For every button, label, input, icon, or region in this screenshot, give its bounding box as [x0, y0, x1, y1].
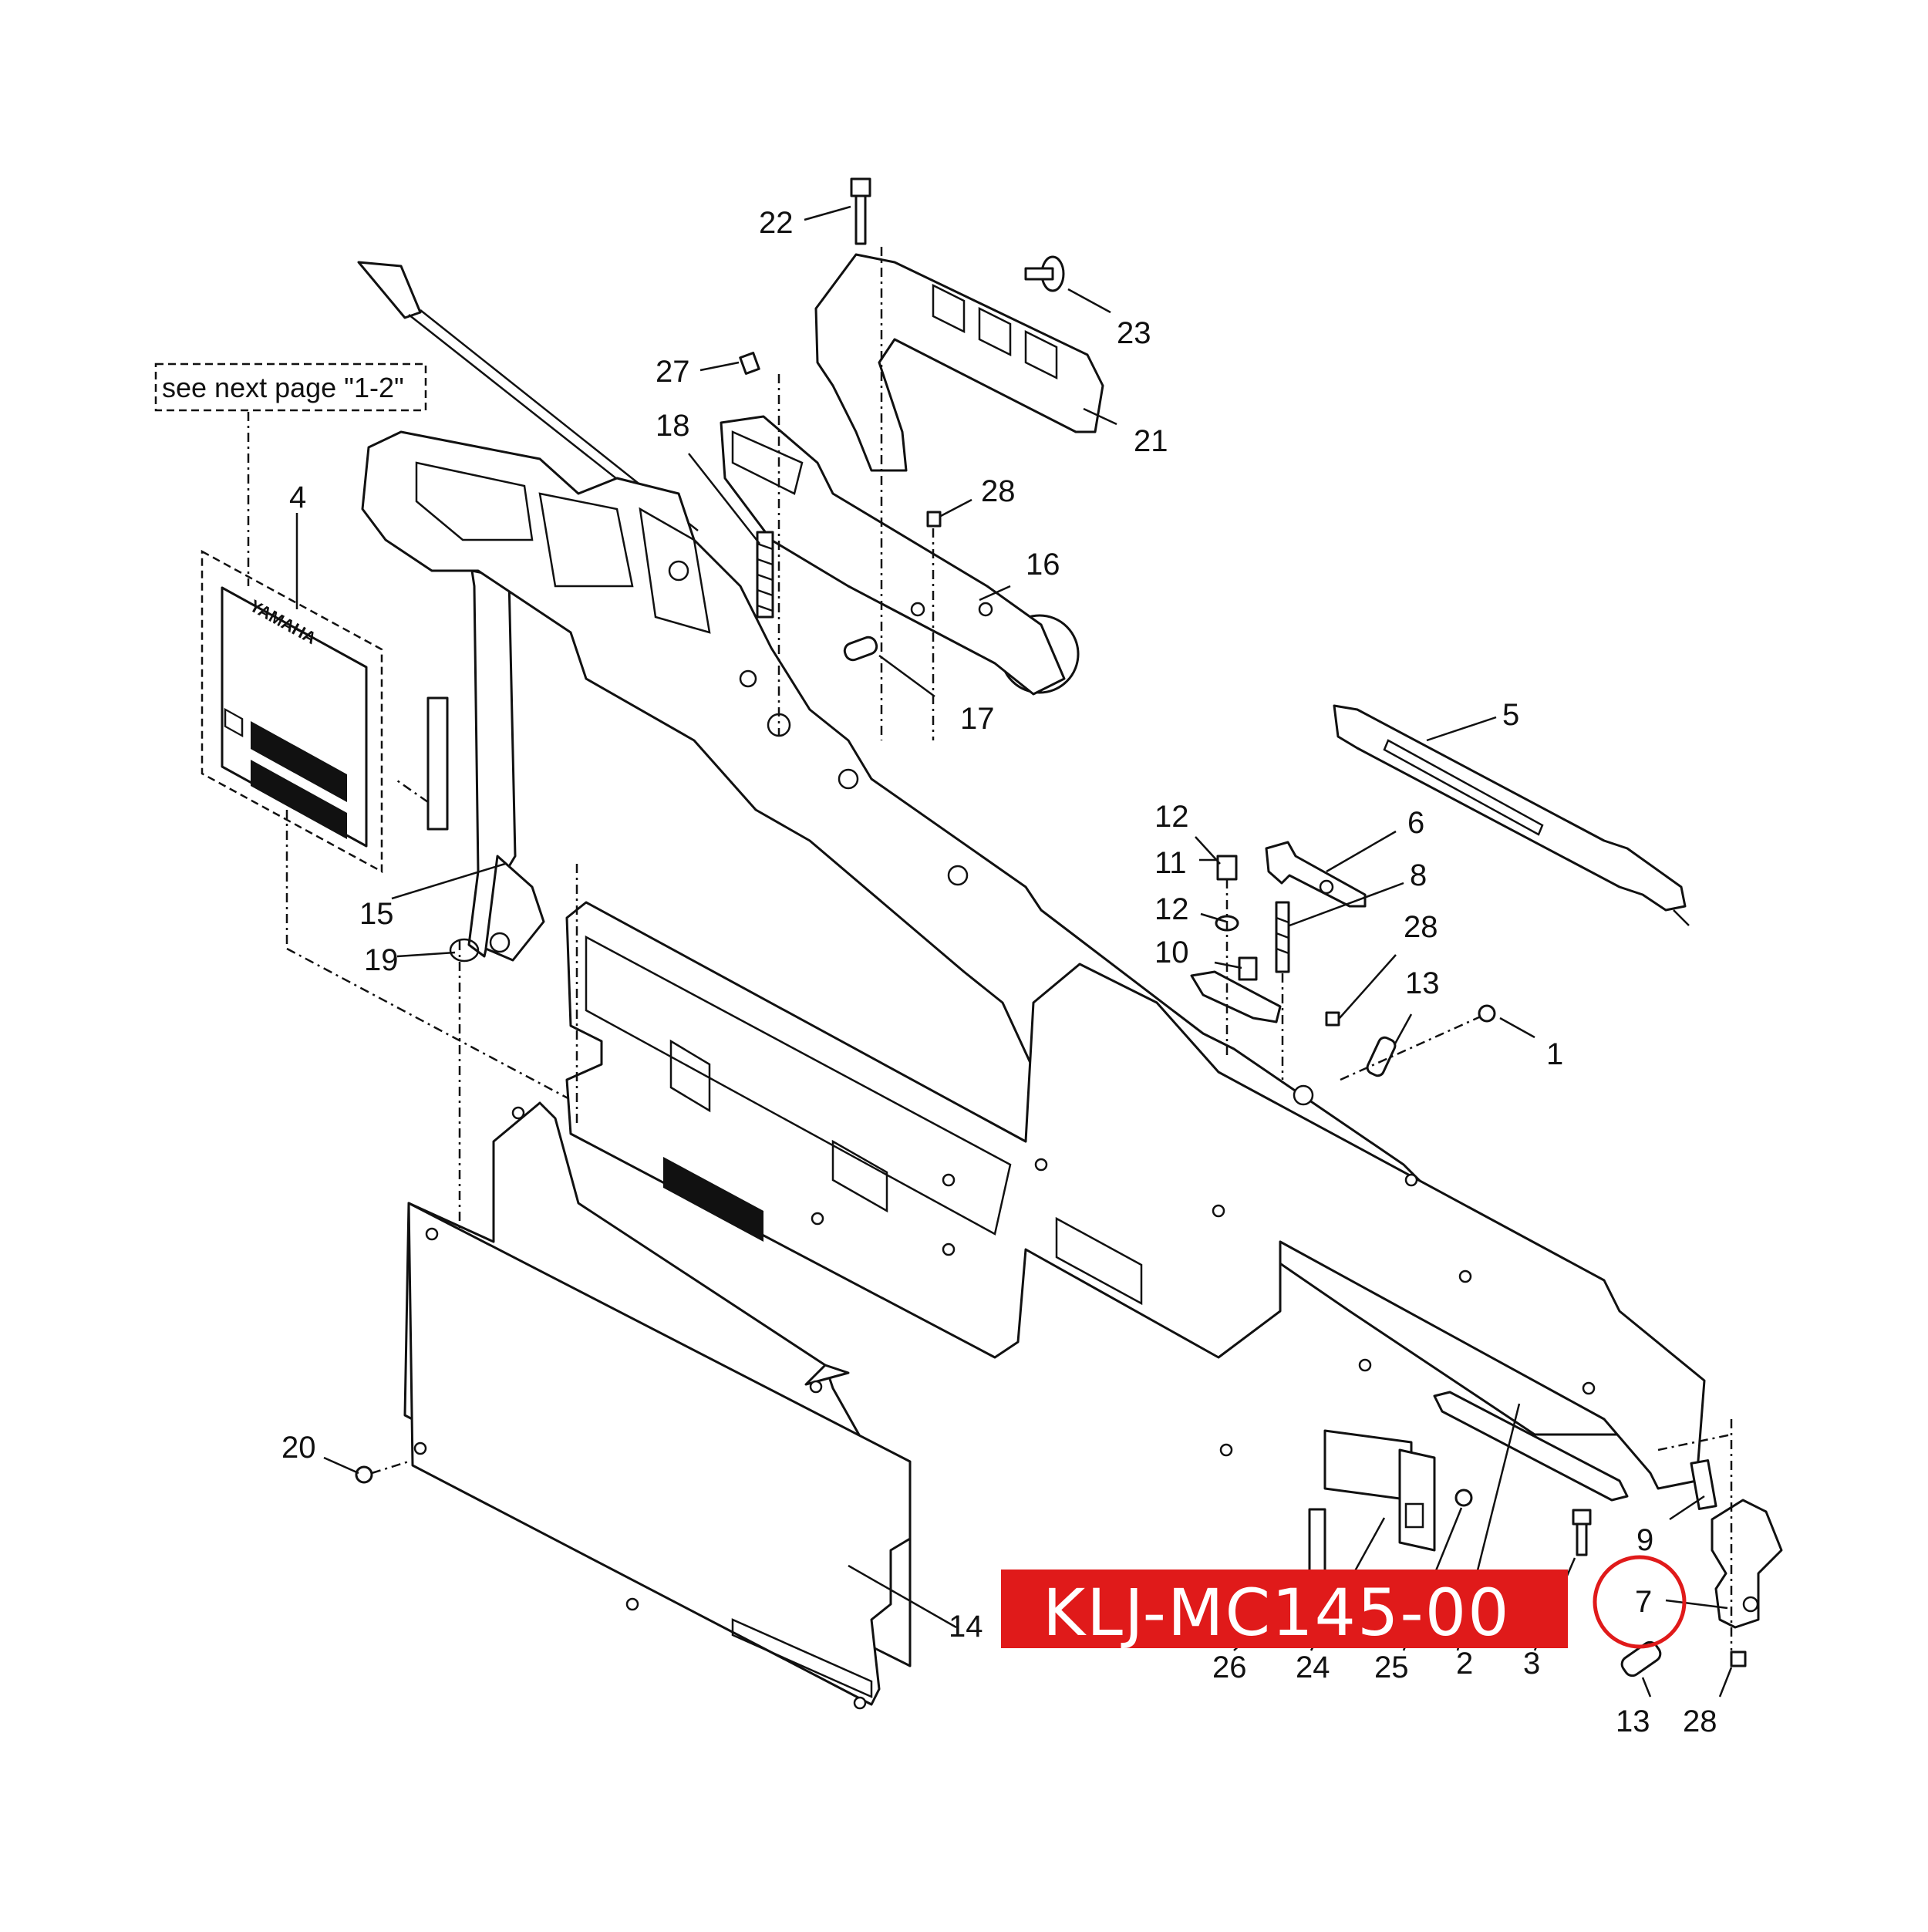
part-13-pin-upper [1366, 1036, 1397, 1077]
part-code-banner: KLJ-MC145-00 [1001, 1570, 1568, 1650]
main-frame-lower [565, 901, 1706, 1490]
callout-13-mid: 13 [1405, 966, 1440, 1000]
part-3-screw [1572, 1509, 1592, 1556]
part-14-cover-plate [403, 1101, 912, 1710]
callout-21: 21 [1134, 424, 1168, 458]
part-7-latch [1711, 1499, 1783, 1629]
callout-9: 9 [1636, 1523, 1653, 1557]
part-9-spring [1690, 1459, 1717, 1510]
part-13-pin-lower [1620, 1640, 1662, 1677]
part-21-handle [814, 253, 1104, 472]
part-20-screw [355, 1465, 373, 1484]
callout-11: 11 [1154, 846, 1187, 880]
callout-7: 7 [1635, 1585, 1652, 1619]
part-17-pin [843, 636, 878, 662]
barcode [251, 721, 347, 839]
callout-17: 17 [960, 702, 995, 736]
lower-barcode [663, 1157, 763, 1242]
callout-16: 16 [1026, 548, 1060, 582]
callout-13-bottom: 13 [1616, 1704, 1650, 1738]
callout-2: 2 [1456, 1647, 1473, 1681]
part-18-spring [756, 531, 774, 619]
callout-28-bottom: 28 [1683, 1704, 1717, 1738]
part-23-pin [1024, 255, 1065, 292]
part-28-nut-lower [1730, 1650, 1747, 1667]
part-24-screw [1454, 1489, 1473, 1507]
callout-14: 14 [949, 1610, 983, 1644]
callout-22: 22 [759, 206, 794, 240]
part-15-lever [426, 569, 545, 963]
callout-8: 8 [1410, 858, 1427, 892]
part-8-spring [1275, 901, 1290, 973]
part-10-bracket [1190, 970, 1282, 1023]
part-28-nut-mid [1325, 1011, 1340, 1027]
callout-10: 10 [1154, 936, 1189, 969]
callout-19: 19 [364, 943, 399, 977]
callout-26: 26 [1212, 1650, 1247, 1684]
callout-numbers: 22 23 27 21 18 28 4 16 17 5 12 6 11 8 15… [281, 206, 1717, 1738]
callout-28-top: 28 [981, 474, 1016, 508]
callout-1: 1 [1546, 1037, 1563, 1071]
part-22-screw [850, 177, 871, 245]
part-11-screw [1215, 855, 1258, 981]
part-code-text: KLJ-MC145-00 [1043, 1575, 1511, 1650]
callout-15: 15 [359, 897, 394, 931]
callout-12-mid: 12 [1154, 892, 1189, 926]
part-28-nut-upper [926, 511, 942, 528]
callout-27: 27 [656, 355, 690, 389]
part-27-pin [739, 352, 760, 375]
callout-12-top: 12 [1154, 800, 1189, 834]
part-25-block [1323, 1429, 1436, 1552]
callout-20: 20 [281, 1431, 316, 1465]
callout-28-mid: 28 [1404, 910, 1438, 944]
reference-note-text: see next page "1-2" [162, 372, 404, 403]
callout-24: 24 [1296, 1650, 1330, 1684]
part-6-tab [1265, 841, 1367, 908]
part-1-screw [1478, 1004, 1496, 1023]
callout-5: 5 [1502, 698, 1519, 732]
highlight-circle [1593, 1555, 1687, 1649]
callout-23: 23 [1117, 316, 1151, 350]
callout-18: 18 [656, 409, 690, 443]
callout-6: 6 [1407, 806, 1424, 840]
callout-3: 3 [1523, 1647, 1540, 1681]
reference-note: see next page "1-2" [154, 362, 427, 586]
part-5-rail [1333, 704, 1690, 926]
part-2-blade [1433, 1391, 1629, 1502]
callout-4: 4 [289, 480, 306, 514]
callout-25: 25 [1374, 1650, 1409, 1684]
